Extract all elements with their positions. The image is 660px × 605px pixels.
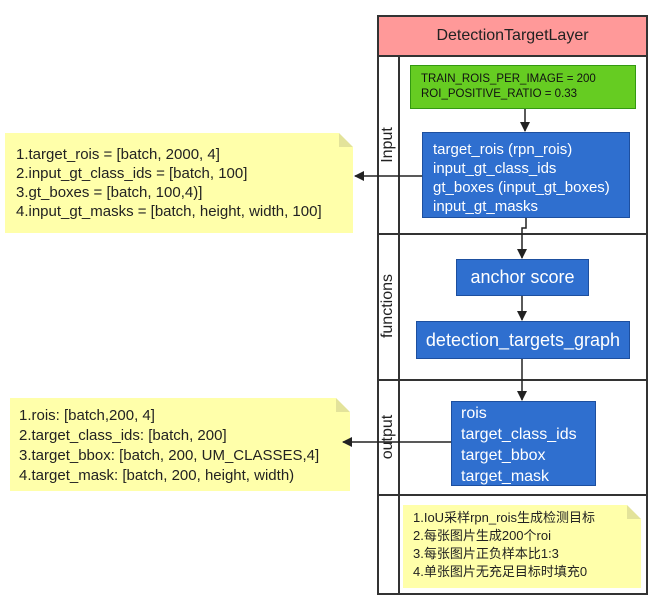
description-note: 1.IoU采样rpn_rois生成检测目标 2.每张图片生成200个roi 3.…	[403, 505, 641, 588]
output-shapes-note: 1.rois: [batch,200, 4] 2.target_class_id…	[10, 398, 350, 491]
note-line: 2.target_class_ids: [batch, 200]	[19, 427, 227, 444]
input-item: target_rois (rpn_rois)	[433, 141, 573, 158]
output-item: target_bbox	[461, 447, 546, 464]
swimlane-frame	[377, 15, 648, 595]
output-item: rois	[461, 405, 487, 422]
note-line: 1.rois: [batch,200, 4]	[19, 407, 155, 424]
note-line: 3.target_bbox: [batch, 200, UM_CLASSES,4…	[19, 447, 320, 464]
inputs-node: target_rois (rpn_rois) input_gt_class_id…	[422, 132, 630, 218]
note-line: 1.target_rois = [batch, 2000, 4]	[16, 146, 220, 163]
lane-separator-functions-output	[377, 379, 648, 381]
note-line: 3.每张图片正负样本比1:3	[413, 546, 559, 561]
note-line: 3.gt_boxes = [batch, 100,4)]	[16, 184, 203, 201]
output-item: target_mask	[461, 468, 550, 485]
note-line: 1.IoU采样rpn_rois生成检测目标	[413, 510, 596, 525]
note-line: 4.target_mask: [batch, 200, height, widt…	[19, 467, 295, 484]
config-node: TRAIN_ROIS_PER_IMAGE = 200 ROI_POSITIVE_…	[410, 65, 636, 109]
output-item: target_class_ids	[461, 426, 577, 443]
note-line: 4.单张图片无充足目标时填充0	[413, 564, 588, 579]
input-shapes-note: 1.target_rois = [batch, 2000, 4] 2.input…	[5, 133, 353, 233]
diagram-title: DetectionTargetLayer	[377, 15, 648, 57]
outputs-node: rois target_class_ids target_bbox target…	[451, 401, 596, 486]
lane-separator-output-notes	[377, 494, 648, 496]
input-item: gt_boxes (input_gt_boxes)	[433, 179, 610, 196]
note-line: 4.input_gt_masks = [batch, height, width…	[16, 203, 322, 220]
config-line: ROI_POSITIVE_RATIO = 0.33	[421, 88, 578, 100]
config-line: TRAIN_ROIS_PER_IMAGE = 200	[421, 73, 596, 85]
note-line: 2.每张图片生成200个roi	[413, 528, 551, 543]
note-line: 2.input_gt_class_ids = [batch, 100]	[16, 165, 248, 182]
lane-separator-input-functions	[377, 233, 648, 235]
arrow-inputs-to-anchor	[517, 218, 527, 259]
anchor-score-node: anchor score	[456, 259, 589, 296]
input-item: input_gt_masks	[433, 198, 539, 215]
detection-targets-graph-node: detection_targets_graph	[416, 321, 630, 359]
input-item: input_gt_class_ids	[433, 160, 557, 177]
lane-header-divider	[398, 56, 400, 595]
